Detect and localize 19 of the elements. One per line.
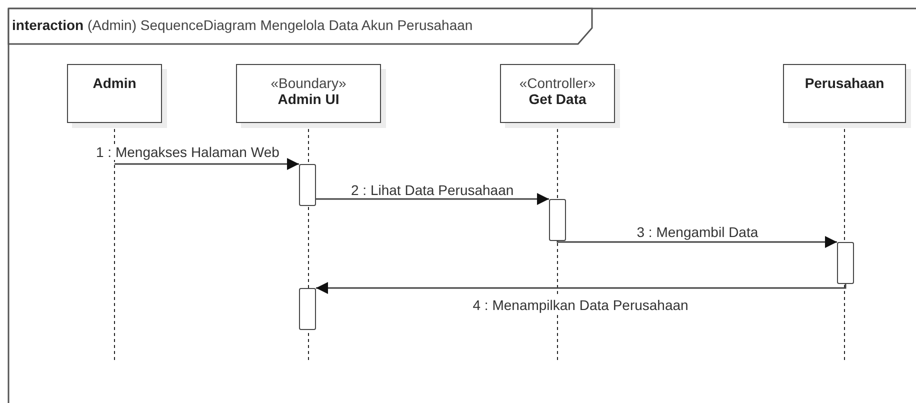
participant-name: Admin — [92, 75, 136, 91]
activation-bar — [837, 242, 854, 284]
activation-bar — [299, 288, 316, 330]
message-label: 4 : Menampilkan Data Perusahaan — [472, 297, 690, 313]
message-label: 3 : Mengambil Data — [636, 224, 760, 240]
participant-name: Perusahaan — [804, 75, 884, 91]
message-arrow — [556, 236, 837, 248]
message-arrow — [114, 158, 299, 170]
activation-bar — [299, 164, 316, 206]
message-arrow — [316, 193, 549, 205]
stereotype-label: «Boundary» — [270, 75, 346, 91]
message-arrow — [316, 282, 846, 294]
stereotype-label: «Controller» — [519, 75, 596, 91]
message-label: 1 : Mengakses Halaman Web — [95, 144, 280, 160]
message-label: 2 : Lihat Data Perusahaan — [350, 182, 515, 198]
activation-bar — [549, 199, 566, 241]
frame-title: interaction (Admin) SequenceDiagram Mengelola Data Akun Perusahaan — [12, 17, 473, 33]
participant-name: Get Data — [528, 91, 586, 107]
participant-name: Admin UI — [278, 91, 340, 107]
